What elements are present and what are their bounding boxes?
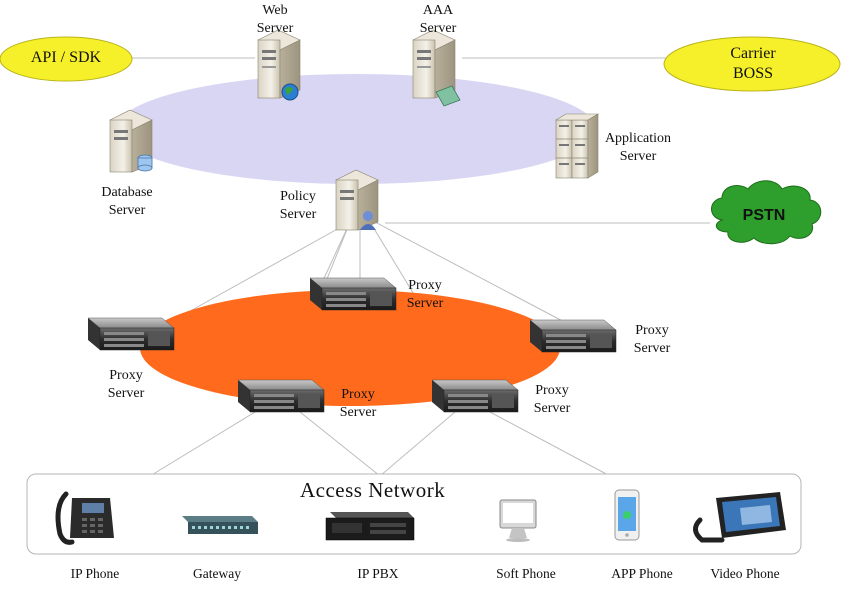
proxy-server-label-line2: Server: [107, 386, 145, 401]
app-phone-icon: [614, 489, 640, 541]
proxy-server-icon: [237, 379, 325, 413]
proxy-server-label-line2: Server: [339, 405, 377, 420]
aaa-server-icon: [412, 29, 461, 107]
proxy-ring: [140, 290, 560, 406]
aaa-server-label: AAA Server: [410, 2, 466, 38]
proxy-server-icon: [87, 317, 175, 351]
device-label-gateway: Gateway: [193, 566, 241, 581]
pstn-cloud: PSTN: [711, 180, 822, 245]
proxy-server-label-left: Proxy Server: [100, 367, 152, 403]
policy-server-label: Policy Server: [270, 188, 326, 224]
web-server-label-line1: Web: [262, 3, 288, 18]
proxy-server-label-line1: Proxy: [408, 278, 442, 293]
pstn-label: PSTN: [743, 207, 786, 224]
device-label-ip-pbx: IP PBX: [357, 566, 399, 581]
api-sdk-node: [0, 36, 133, 82]
device-label-app-phone: APP Phone: [611, 566, 673, 581]
web-server-label: Web Server: [250, 2, 300, 38]
proxy-server-icon: [529, 319, 617, 353]
soft-phone-icon: [499, 499, 537, 542]
proxy-server-label-bottom-right: Proxy Server: [526, 382, 578, 418]
application-server-icon: [554, 113, 600, 179]
device-label-soft-phone: Soft Phone: [496, 566, 556, 581]
proxy-server-label-line2: Server: [406, 296, 444, 311]
api-sdk-label: API / SDK: [30, 49, 102, 66]
proxy-server-label-line1: Proxy: [341, 387, 375, 402]
application-server-label-line1: Application: [604, 131, 672, 146]
proxy-server-label-line1: Proxy: [535, 383, 569, 398]
proxy-server-label-line1: Proxy: [109, 368, 143, 383]
proxy-server-icon: [309, 277, 397, 311]
video-phone-icon: [693, 492, 786, 543]
core-ring: [116, 74, 596, 184]
policy-server-label-line1: Policy: [280, 189, 316, 204]
carrier-boss-label-line2: BOSS: [732, 65, 774, 82]
proxy-server-label-line1: Proxy: [635, 323, 669, 338]
application-server-label: Application Server: [598, 130, 678, 166]
proxy-server-label-line2: Server: [533, 401, 571, 416]
ip-pbx-icon: [325, 512, 415, 541]
proxy-server-label-top: Proxy Server: [400, 277, 450, 313]
policy-server-icon: [335, 169, 379, 231]
carrier-boss-label-line1: Carrier: [730, 45, 776, 62]
access-network-title: Access Network: [300, 478, 446, 502]
proxy-server-label-bottom-left: Proxy Server: [332, 386, 384, 422]
aaa-server-label-line2: Server: [419, 21, 457, 36]
carrier-boss-label: Carrier BOSS: [718, 44, 788, 84]
device-label-video-phone: Video Phone: [710, 566, 780, 581]
proxy-server-label-right: Proxy Server: [626, 322, 678, 358]
database-server-icon: [109, 109, 153, 173]
application-server-label-line2: Server: [619, 149, 657, 164]
web-server-label-line2: Server: [256, 21, 294, 36]
policy-server-label-line2: Server: [279, 207, 317, 222]
proxy-server-label-line2: Server: [633, 341, 671, 356]
device-label-ip-phone: IP Phone: [70, 566, 120, 581]
carrier-boss-node: [663, 36, 841, 92]
gateway-icon: [182, 516, 258, 534]
aaa-server-label-line1: AAA: [422, 3, 454, 18]
database-server-label-line2: Server: [108, 203, 146, 218]
web-server-icon: [257, 29, 301, 101]
database-server-label: Database Server: [92, 184, 162, 220]
database-server-label-line1: Database: [101, 185, 153, 200]
ip-phone-icon: [55, 491, 114, 545]
proxy-server-icon: [431, 379, 519, 413]
